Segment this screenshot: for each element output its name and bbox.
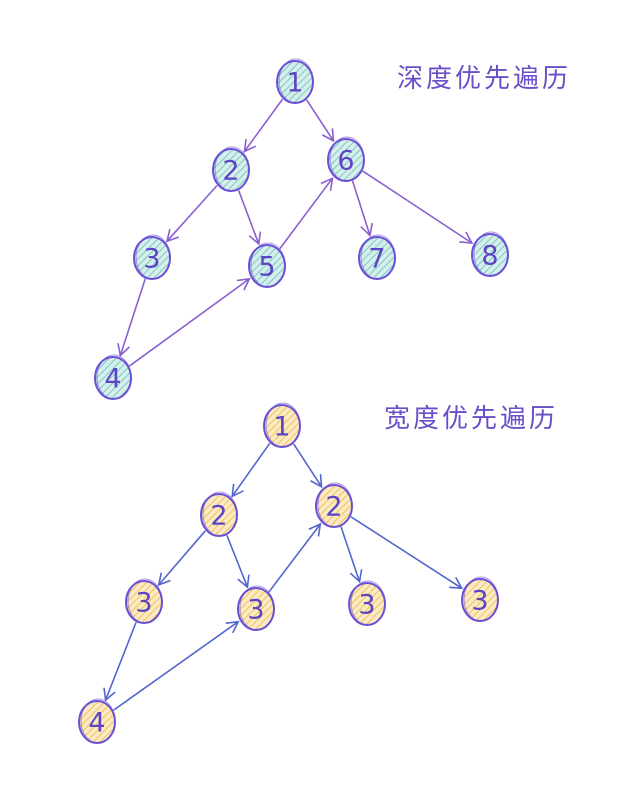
dfs-node-n1: 1 [276,58,314,104]
bfs-node-n2: 2 [200,491,238,537]
bfs-node-label: 1 [273,412,290,443]
dfs-title: 深度优先遍历 [397,64,572,94]
dfs-node-n7: 7 [358,234,396,280]
bfs-edge-n2-n5 [226,535,250,589]
dfs-node-n4: 4 [94,354,132,400]
dfs-node-sketch-ring [135,234,171,280]
bfs-node-label: 3 [358,590,375,621]
dfs-edge-n2-n5 [238,190,262,246]
bfs-node-sketch-ring [127,578,163,624]
dfs-edge-n5-n6 [279,176,334,250]
bfs-node-n7: 3 [348,580,386,626]
bfs-edge-n4-n5 [113,620,240,711]
bfs-node-n5: 3 [237,585,275,631]
dfs-node-label: 4 [104,364,121,395]
dfs-node-sketch-ring [473,231,509,277]
bfs-node-label: 3 [471,586,488,617]
bfs-node-n8: 3 [461,576,499,622]
dfs-edges [117,98,474,367]
dfs-node-label: 3 [143,244,160,275]
bfs-edges [103,442,464,711]
bfs-node-n6: 2 [315,482,353,528]
dfs-node-sketch-ring [329,136,365,182]
bfs-diagram: 1 2 3 4 3 2 3 3 [78,402,499,744]
bfs-edge-n3-n4 [103,622,137,702]
dfs-node-sketch-ring [278,58,314,104]
dfs-node-label: 7 [368,244,385,275]
dfs-edge-n2-n3 [165,185,218,243]
dfs-node-n5: 5 [248,242,286,288]
bfs-node-label: 3 [247,595,264,626]
bfs-node-sketch-ring [202,491,238,537]
dfs-node-sketch-ring [96,354,132,400]
bfs-node-sketch-ring [265,402,301,448]
bfs-node-n3: 3 [125,578,163,624]
bfs-edge-n1-n6 [293,443,323,489]
dfs-node-label: 6 [337,146,354,177]
dfs-edge-n3-n4 [117,278,146,358]
dfs-diagram: 1 2 3 4 5 6 7 8 [94,58,509,400]
dfs-node-label: 8 [481,241,498,272]
dfs-node-sketch-ring [214,146,250,192]
dfs-edge-n1-n6 [306,99,335,143]
bfs-node-sketch-ring [80,698,116,744]
dfs-edge-n6-n7 [351,180,374,237]
dfs-edge-n1-n2 [243,98,284,153]
dfs-node-n8: 8 [471,231,509,277]
bfs-edge-n6-n7 [340,526,363,584]
bfs-node-n4: 4 [78,698,116,744]
bfs-node-n1: 1 [263,402,301,448]
bfs-edge-n5-n6 [268,522,322,593]
dfs-node-label: 5 [258,252,275,283]
bfs-title: 宽度优先遍历 [384,404,559,434]
dfs-node-n6: 6 [327,136,365,182]
bfs-node-label: 2 [210,501,227,532]
dfs-node-n2: 2 [212,146,250,192]
dfs-node-label: 1 [286,68,303,99]
bfs-node-label: 3 [135,588,152,619]
bfs-edge-n2-n3 [157,530,206,587]
bfs-node-label: 4 [88,708,105,739]
dfs-node-label: 2 [222,156,239,187]
dfs-edge-n6-n8 [362,170,474,244]
dfs-node-sketch-ring [360,234,396,280]
bfs-edge-n1-n2 [231,442,271,498]
bfs-node-sketch-ring [350,580,386,626]
bfs-node-label: 2 [325,492,342,523]
dfs-edge-n4-n5 [129,277,251,367]
dfs-nodes: 1 2 3 4 5 6 7 8 [94,58,509,400]
bfs-node-sketch-ring [463,576,499,622]
bfs-edge-n6-n8 [350,516,464,590]
dfs-node-sketch-ring [250,242,286,288]
bfs-node-sketch-ring [239,585,275,631]
dfs-node-n3: 3 [133,234,171,280]
bfs-nodes: 1 2 3 4 3 2 3 3 [78,402,499,744]
bfs-node-sketch-ring [317,482,353,528]
